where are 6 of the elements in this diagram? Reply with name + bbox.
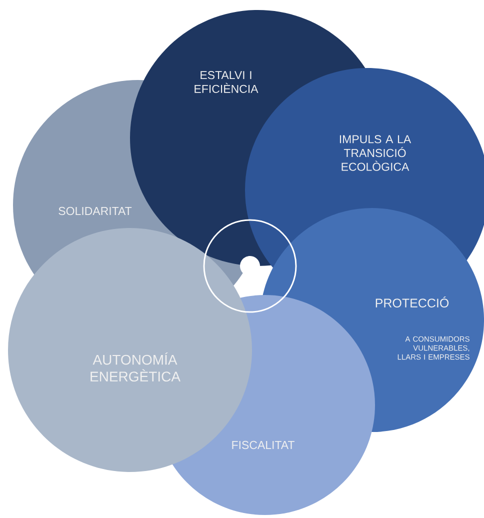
circle-label: IMPULS A LA TRANSICIÓ ECOLÒGICA: [340, 135, 412, 171]
circle-label: PROTECCIÓ: [376, 296, 449, 308]
circle-label: SOLIDARITAT: [58, 206, 132, 216]
circle-label: ESTALVI I EFICIÈNCIA: [194, 71, 258, 93]
circle-label: FISCALITAT: [232, 440, 294, 450]
circle-label: AUTONOMÍA ENERGÈTICA: [90, 352, 180, 382]
